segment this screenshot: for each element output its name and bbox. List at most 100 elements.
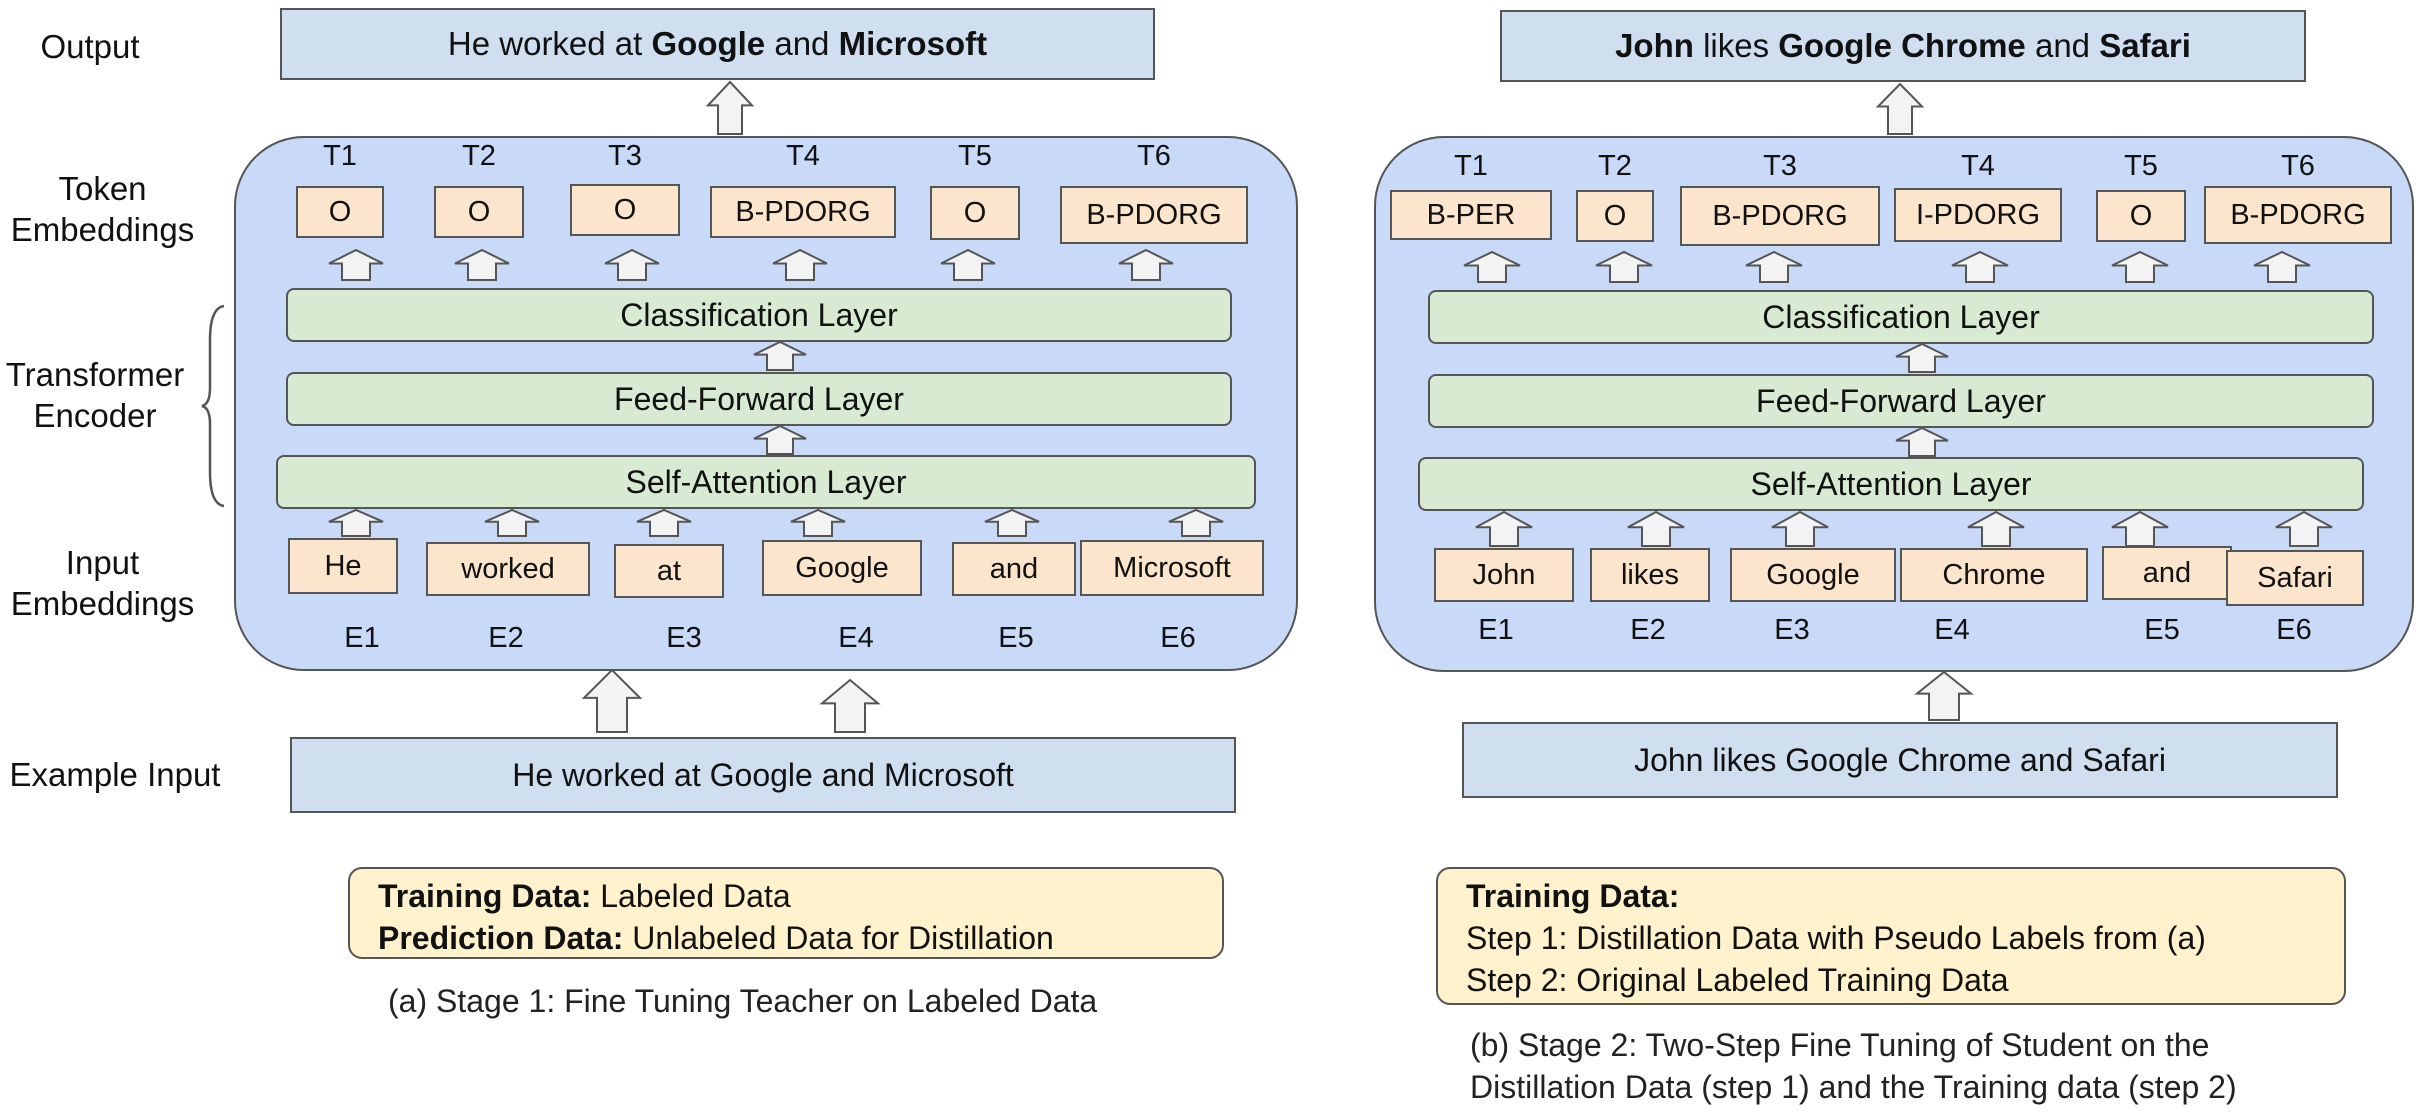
panel_b-input-token-1: John [1434, 548, 1574, 602]
panel-b-feed-forward-layer: Feed-Forward Layer [1428, 374, 2374, 428]
panel-a-input-arrow-2 [484, 508, 540, 537]
panel-a-feed-forward-layer: Feed-Forward Layer [286, 372, 1232, 426]
panel-b-input-arrow-1 [1475, 510, 1533, 547]
panel-a-token-arrow-3 [604, 248, 660, 281]
panel_a-e-label-2: E2 [488, 622, 524, 654]
panel_a-e-label-6: E6 [1160, 622, 1196, 654]
panel-a-input-arrow-4 [790, 508, 846, 537]
panel-a-caption: (a) Stage 1: Fine Tuning Teacher on Labe… [388, 983, 1098, 1019]
panel-a-classification-layer: Classification Layer [286, 288, 1232, 342]
panel_b-t-label-5: T5 [2124, 150, 2158, 182]
panel_a-input-token-4: Google [762, 540, 922, 596]
panel-a-output-text: He worked at Google and Microsoft [447, 25, 988, 62]
panel-a-token-arrow-6 [1118, 248, 1174, 281]
panel_a-output-token-6: B-PDORG [1060, 186, 1248, 244]
panel-b-output-arrow [1875, 82, 1925, 135]
panel-b-input-arrow-4 [1967, 510, 2025, 547]
encoder-brace [201, 304, 225, 508]
panel-b-classification-layer: Classification Layer [1428, 290, 2374, 344]
panel_b-e-label-2: E2 [1630, 614, 1666, 646]
panel_b-input-token-5: and [2102, 546, 2232, 600]
panel_b-input-token-2: likes [1590, 548, 1710, 602]
panel_a-t-label-6: T6 [1137, 140, 1171, 172]
panel-a-token-arrow-2 [454, 248, 510, 281]
panel_a-t-label-1: T1 [323, 140, 357, 172]
panel_b-input-token-4: Chrome [1900, 548, 2088, 602]
panel-b-token-arrow-1 [1463, 250, 1521, 283]
panel-a-input-arrow-1 [328, 508, 384, 537]
panel_b-t-label-1: T1 [1454, 150, 1488, 182]
panel_b-e-label-3: E3 [1774, 614, 1810, 646]
panel-b-input-arrow-6 [2275, 510, 2333, 547]
panel_a-output-token-1: O [296, 186, 384, 238]
panel_a-t-label-5: T5 [958, 140, 992, 172]
panel-b-output-text: John likes Google Chrome and Safari [1615, 27, 2191, 64]
panel_a-e-label-5: E5 [998, 622, 1034, 654]
panel_b-output-token-2: O [1576, 190, 1654, 242]
panel-a-token-arrow-5 [940, 248, 996, 281]
panel_a-input-token-1: He [288, 538, 398, 594]
panel-b-example-input-box: John likes Google Chrome and Safari [1462, 722, 2338, 798]
panel-b-token-arrow-6 [2253, 250, 2311, 283]
panel-b-self-attention-layer: Self-Attention Layer [1418, 457, 2364, 511]
panel-a-input-arrow-5 [984, 508, 1040, 537]
panel-a-input-arrow-right [819, 678, 881, 733]
panel-b-input-arrow-2 [1627, 510, 1685, 547]
panel-b-data-note: Training Data: Step 1: Distillation Data… [1436, 867, 2346, 1005]
row-label-example-input: Example Input [9, 756, 221, 793]
panel-a-self-attention-layer: Self-Attention Layer [276, 455, 1256, 509]
row-label-output: Output [40, 28, 140, 65]
panel-a-token-arrow-1 [328, 248, 384, 281]
panel-a-output-arrow [705, 80, 755, 135]
panel-b-layer-arrow-2 [1895, 426, 1949, 457]
panel_b-output-token-3: B-PDORG [1680, 186, 1880, 246]
panel-b-token-arrow-2 [1595, 250, 1653, 283]
panel_a-output-token-5: O [930, 186, 1020, 240]
panel-a-layer-arrow-1 [753, 340, 807, 371]
panel_b-t-label-2: T2 [1598, 150, 1632, 182]
panel_b-t-label-3: T3 [1763, 150, 1797, 182]
panel-a-input-arrow-left [581, 668, 643, 733]
panel_b-e-label-6: E6 [2276, 614, 2312, 646]
panel-b-token-arrow-5 [2111, 250, 2169, 283]
panel_a-e-label-1: E1 [344, 622, 380, 654]
panel_a-input-token-3: at [614, 544, 724, 598]
panel_a-input-token-5: and [952, 542, 1076, 596]
panel_b-output-token-6: B-PDORG [2204, 186, 2392, 244]
panel_a-output-token-2: O [434, 186, 524, 238]
panel_b-input-token-6: Safari [2226, 550, 2364, 606]
panel-a-example-input-box: He worked at Google and Microsoft [290, 737, 1236, 813]
panel_a-input-token-6: Microsoft [1080, 540, 1264, 596]
panel_b-t-label-4: T4 [1961, 150, 1995, 182]
panel-b-input-arrow-3 [1771, 510, 1829, 547]
panel_a-e-label-3: E3 [666, 622, 702, 654]
panel-a-output-box: He worked at Google and Microsoft [280, 8, 1155, 80]
panel-a-token-arrow-4 [772, 248, 828, 281]
panel-b-layer-arrow-1 [1895, 342, 1949, 373]
panel_b-e-label-5: E5 [2144, 614, 2180, 646]
panel_b-e-label-4: E4 [1934, 614, 1970, 646]
panel_a-output-token-3: O [570, 184, 680, 236]
panel-b-output-box: John likes Google Chrome and Safari [1500, 10, 2306, 82]
panel_a-e-label-4: E4 [838, 622, 874, 654]
panel_a-t-label-2: T2 [462, 140, 496, 172]
panel_a-input-token-2: worked [426, 542, 590, 596]
panel_b-output-token-1: B-PER [1390, 190, 1552, 240]
panel_b-input-token-3: Google [1730, 548, 1896, 602]
panel-a-layer-arrow-2 [753, 424, 807, 455]
panel-a-data-note: Training Data: Labeled Data Prediction D… [348, 867, 1224, 959]
panel_a-t-label-4: T4 [786, 140, 820, 172]
panel-a-input-arrow-6 [1168, 508, 1224, 537]
panel_b-e-label-1: E1 [1478, 614, 1514, 646]
panel-b-input-arrow-5 [2111, 510, 2169, 547]
panel_a-output-token-4: B-PDORG [710, 186, 896, 238]
panel_b-t-label-6: T6 [2281, 150, 2315, 182]
panel_b-output-token-5: O [2096, 190, 2186, 242]
panel-b-caption: (b) Stage 2: Two-Step Fine Tuning of Stu… [1470, 1027, 2237, 1105]
panel-a-input-arrow-3 [636, 508, 692, 537]
panel_b-output-token-4: I-PDORG [1894, 188, 2062, 242]
